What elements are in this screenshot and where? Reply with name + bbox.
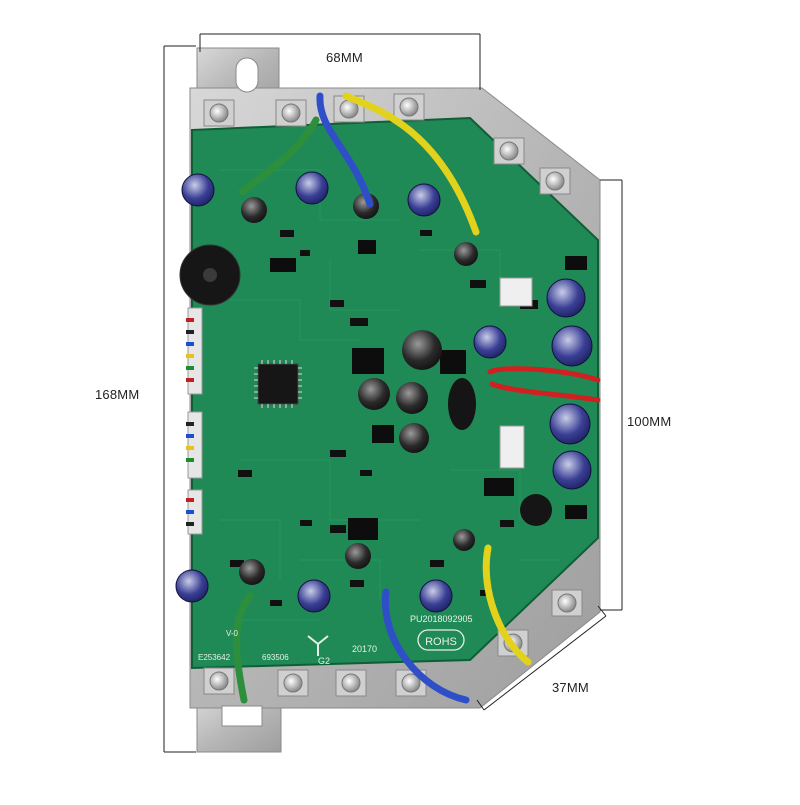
rohs-outline <box>417 629 465 651</box>
mcu-chip <box>254 360 302 408</box>
capacitors-black <box>239 193 552 585</box>
g2-marking: G2 <box>318 656 330 666</box>
silkscreen-markings: ROHS PU2018092905 E253642 693506 G2 2017… <box>198 614 473 666</box>
motor-wires <box>233 92 601 704</box>
side-dimension-label: 100MM <box>627 414 672 429</box>
date-marking: 20170 <box>352 644 377 654</box>
board-code-left-marking: E253642 <box>198 653 231 662</box>
height-dimension-label: 168MM <box>95 387 140 402</box>
v0-marking: V-0 <box>226 629 239 638</box>
pcb-board <box>191 116 599 670</box>
dimension-lines <box>163 33 623 753</box>
board-code-mid-marking: 693506 <box>262 653 289 662</box>
rohs-marking: ROHS <box>425 636 457 648</box>
edge-dimension-label: 37MM <box>552 680 589 695</box>
capacitors-blue <box>175 171 593 613</box>
left-connectors <box>186 277 533 535</box>
board-code-marking: PU2018092905 <box>410 614 473 624</box>
buzzer <box>179 244 241 306</box>
logo-mark <box>307 635 329 656</box>
width-dimension-label: 68MM <box>326 50 363 65</box>
